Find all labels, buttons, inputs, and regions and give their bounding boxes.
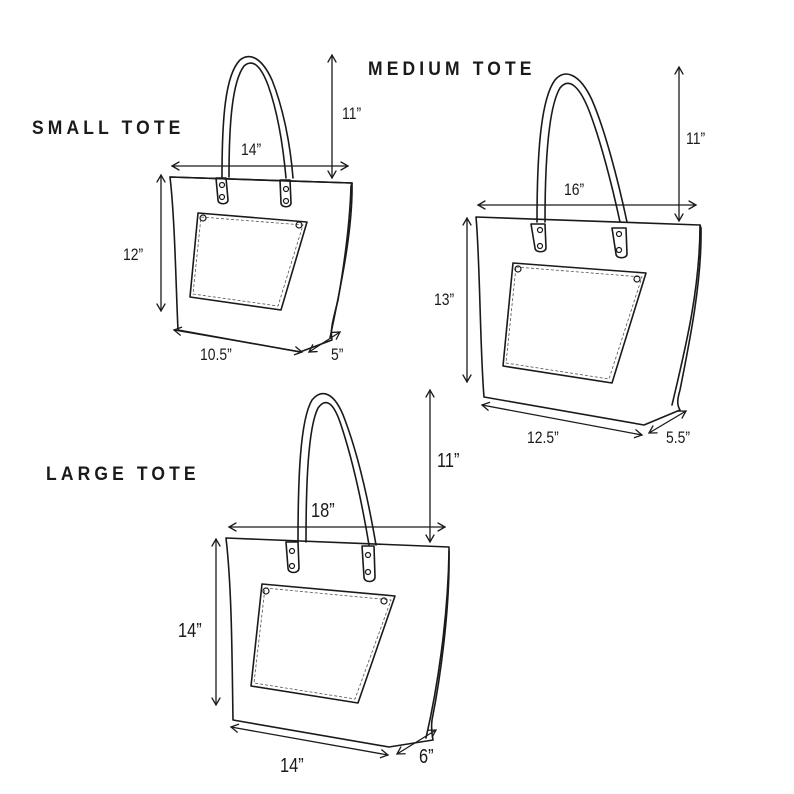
small-handle-drop-label: 11”: [342, 104, 362, 123]
medium-tote-title: MEDIUM TOTE: [368, 59, 536, 80]
small-bottom-width-label: 10.5”: [200, 345, 232, 364]
medium-top-width-label: 16”: [564, 180, 585, 199]
large-handle-drop-label: 11”: [437, 450, 460, 472]
small-height-label: 12”: [123, 245, 144, 264]
small-tote-drawing: [156, 53, 353, 356]
large-top-width-label: 18”: [311, 500, 335, 522]
large-depth-label: 6”: [419, 746, 434, 768]
large-tote-drawing: [211, 388, 450, 759]
large-height-label: 14”: [178, 620, 202, 642]
medium-handle-drop-label: 11”: [686, 129, 706, 148]
small-depth-label: 5”: [331, 345, 344, 364]
medium-tote-drawing: [462, 65, 702, 439]
large-tote-title: LARGE TOTE: [46, 464, 200, 485]
small-tote-title: SMALL TOTE: [32, 118, 185, 139]
large-bottom-width-label: 14”: [280, 755, 304, 777]
medium-bottom-width-label: 12.5”: [527, 428, 559, 447]
small-top-width-label: 14”: [241, 140, 262, 159]
medium-height-label: 13”: [434, 290, 455, 309]
medium-depth-label: 5.5”: [666, 428, 691, 447]
